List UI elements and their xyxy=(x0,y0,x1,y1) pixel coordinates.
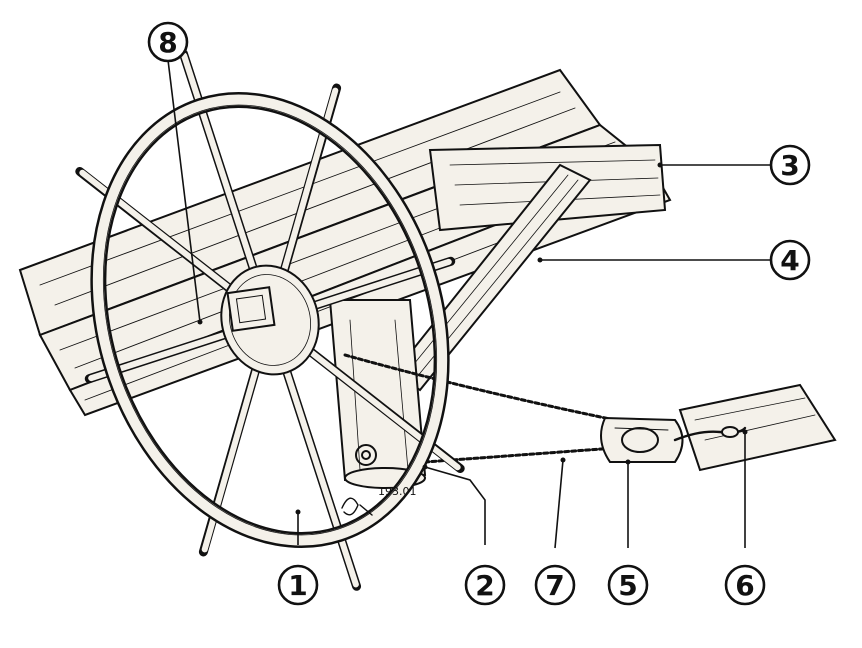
callout-5-label: 5 xyxy=(618,569,637,602)
callout-7: 7 xyxy=(534,564,576,606)
steering-post-2 xyxy=(328,299,427,489)
artist-signature: 193.01 xyxy=(341,485,417,516)
callout-2-label: 2 xyxy=(475,569,494,602)
callout-8: 8 xyxy=(147,21,189,63)
callout-1: 1 xyxy=(277,564,319,606)
callout-4-label: 4 xyxy=(780,244,799,277)
axle-square-8 xyxy=(226,286,276,332)
callout-8-label: 8 xyxy=(158,26,177,59)
callout-3: 3 xyxy=(769,144,811,186)
leader-lines xyxy=(167,59,770,549)
callout-4: 4 xyxy=(769,239,811,281)
signature-date: 193.01 xyxy=(378,485,417,498)
callout-5: 5 xyxy=(607,564,649,606)
eyebolt-beam-6 xyxy=(673,383,837,472)
callout-7-label: 7 xyxy=(545,569,564,602)
callout-3-label: 3 xyxy=(780,149,799,182)
callout-6-label: 6 xyxy=(735,569,754,602)
callout-1-label: 1 xyxy=(288,569,307,602)
pulley-block-5 xyxy=(600,416,684,463)
callout-2: 2 xyxy=(464,564,506,606)
callout-6: 6 xyxy=(724,564,766,606)
